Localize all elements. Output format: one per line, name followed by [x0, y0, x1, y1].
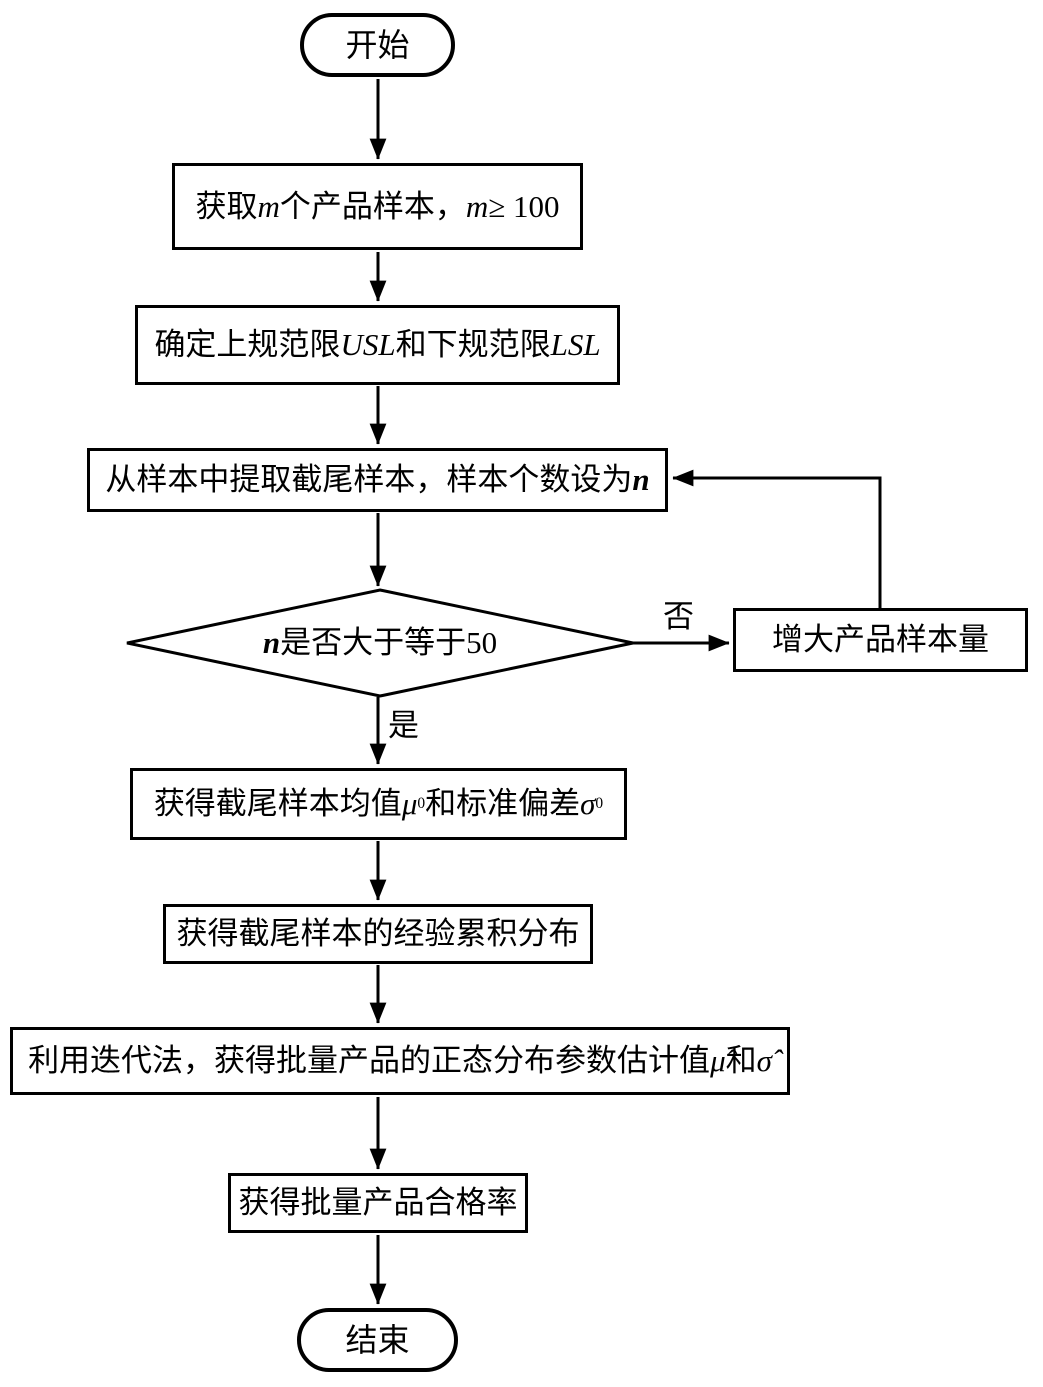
- label-segment: 结束: [345, 1321, 410, 1358]
- label-segment: 是否大于等于50: [280, 625, 498, 661]
- label-segment: 利用迭代法，获得批量产品的正态分布参数估计值: [28, 1043, 711, 1079]
- label-segment: USL: [340, 327, 396, 363]
- label-segment: 0: [417, 795, 426, 813]
- label-segment: 和: [725, 1043, 757, 1079]
- process-batch-pass-rate: 获得批量产品合格率: [228, 1173, 528, 1233]
- label-segment: 获得批量产品合格率: [238, 1185, 518, 1221]
- label-segment: LSL: [550, 327, 601, 363]
- label-segment: 获得截尾样本的经验累积分布: [176, 916, 580, 952]
- label-segment: 确定上规范限: [154, 327, 341, 363]
- label-segment: σ: [580, 786, 596, 822]
- label-segment: 0: [595, 795, 604, 813]
- process-empirical-cdf: 获得截尾样本的经验累积分布: [163, 904, 593, 964]
- label-segment: μ: [401, 786, 418, 822]
- label-segment: σ̂: [756, 1043, 772, 1079]
- label-segment: 增大产品样本量: [772, 622, 989, 658]
- terminal-start: 开始: [300, 13, 455, 77]
- edge-increase-feedback: [672, 469, 882, 608]
- label-segment: μ̂: [710, 1043, 726, 1079]
- label-segment: m: [465, 188, 489, 224]
- terminal-end: 结束: [297, 1308, 458, 1372]
- edge-label-no: 否: [661, 599, 696, 634]
- edge-label-yes: 是: [386, 708, 421, 743]
- label-segment: 获取: [195, 188, 258, 224]
- process-increase-sample-size: 增大产品样本量: [733, 608, 1028, 672]
- label-segment: n: [632, 462, 650, 498]
- label-segment: n: [262, 625, 281, 661]
- label-segment: 和标准偏差: [425, 786, 581, 822]
- label-segment: 获得截尾样本均值: [153, 786, 402, 822]
- label-segment: 和下规范限: [395, 327, 551, 363]
- label-segment: 开始: [345, 26, 410, 63]
- decision-diamond-shape: [126, 588, 634, 698]
- label-segment: 个产品样本，: [279, 188, 466, 224]
- label-segment: ≥ 100: [488, 188, 560, 224]
- label-segment: m: [257, 188, 280, 224]
- label-segment: 从样本中提取截尾样本，样本个数设为: [105, 462, 633, 498]
